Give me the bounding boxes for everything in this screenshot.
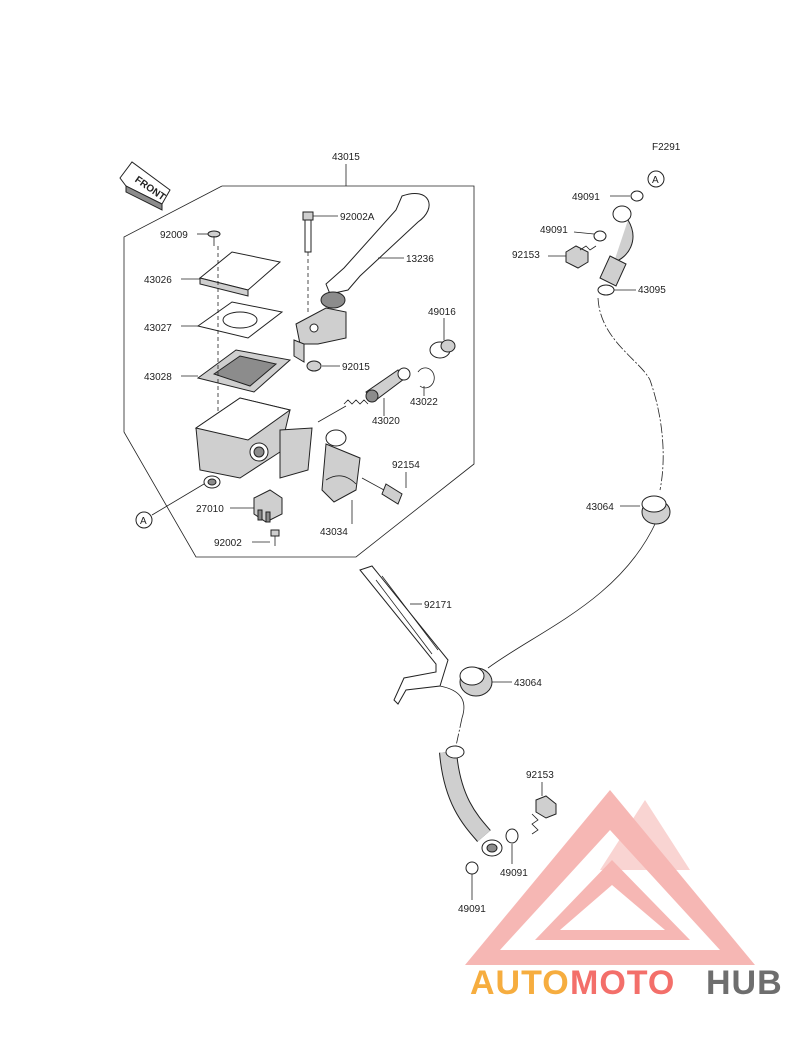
label-43064-low: 43064 [514,678,542,689]
label-92171: 92171 [424,600,452,611]
clamp-43034 [321,429,361,524]
watermark-moto: MOTO [570,964,675,1002]
label-49091-mid: 49091 [540,225,568,236]
label-43015: 43015 [332,152,360,163]
switch-27010 [230,489,283,523]
watermark-logo [465,790,755,965]
washer-49091-top [610,190,644,202]
label-92002: 92002 [214,538,242,549]
brake-hose-lower-dashed [455,717,463,747]
assembly-outline [123,185,475,558]
screw-92002 [252,529,280,546]
screw-92009 [197,230,221,246]
watermark-auto: AUTO [470,964,570,1002]
bracket-92171 [359,565,465,719]
figure-code: F2291 [652,142,681,153]
nut-92015 [306,360,340,372]
label-43027: 43027 [144,323,172,334]
label-43028: 43028 [144,372,172,383]
hose-fitting-43095 [597,205,636,296]
label-43026: 43026 [144,275,172,286]
ref-marker-a-right [647,170,665,188]
hose-lower-fitting [439,745,503,857]
watermark-hub: HUB [706,964,783,1002]
ref-marker-a-left [135,511,153,529]
label-92015: 92015 [342,362,370,373]
grommet-43064-mid [620,495,671,525]
label-92002A: 92002A [340,212,375,223]
washer-49091-mid [573,230,607,242]
label-49016: 49016 [428,307,456,318]
grommet-43064-low [459,666,512,697]
brake-hose-upper [597,297,664,491]
label-49091-low-l: 49091 [458,904,486,915]
label-43022: 43022 [410,397,438,408]
master-cylinder-body [194,397,313,489]
watermark-text: AUTO MOTO HUB [470,964,783,1002]
washer-49091-low-l [465,861,479,900]
label-43020: 43020 [372,416,400,427]
label-43034: 43034 [320,527,348,538]
label-92153-top: 92153 [512,250,540,261]
label-13236: 13236 [406,254,434,265]
label-92153-low: 92153 [526,770,554,781]
diaphragm-43028 [181,349,292,393]
boot-49016 [429,318,456,359]
label-49091-low-r: 49091 [500,868,528,879]
label-27010: 27010 [196,504,224,515]
bolt-92153-low [531,782,557,835]
ref-marker-a-right-label: A [652,175,659,186]
circlip-43022 [417,367,435,396]
lever-13236 [293,193,430,363]
label-43064-mid: 43064 [586,502,614,513]
bolt-92154 [361,472,407,505]
label-92009: 92009 [160,230,188,241]
piston-kit-43020 [317,367,411,423]
label-49091-top: 49091 [572,192,600,203]
washer-49091-low-r [505,828,519,864]
bolt-92153-top [548,245,597,269]
label-43095: 43095 [638,285,666,296]
front-arrow-icon: FRONT [119,161,171,211]
brake-hose-middle [487,521,657,669]
pin-92002A [302,211,338,253]
label-92154: 92154 [392,460,420,471]
ref-marker-a-left-label: A [140,516,147,527]
plate-43027 [181,301,284,339]
cap-43026 [181,251,282,297]
